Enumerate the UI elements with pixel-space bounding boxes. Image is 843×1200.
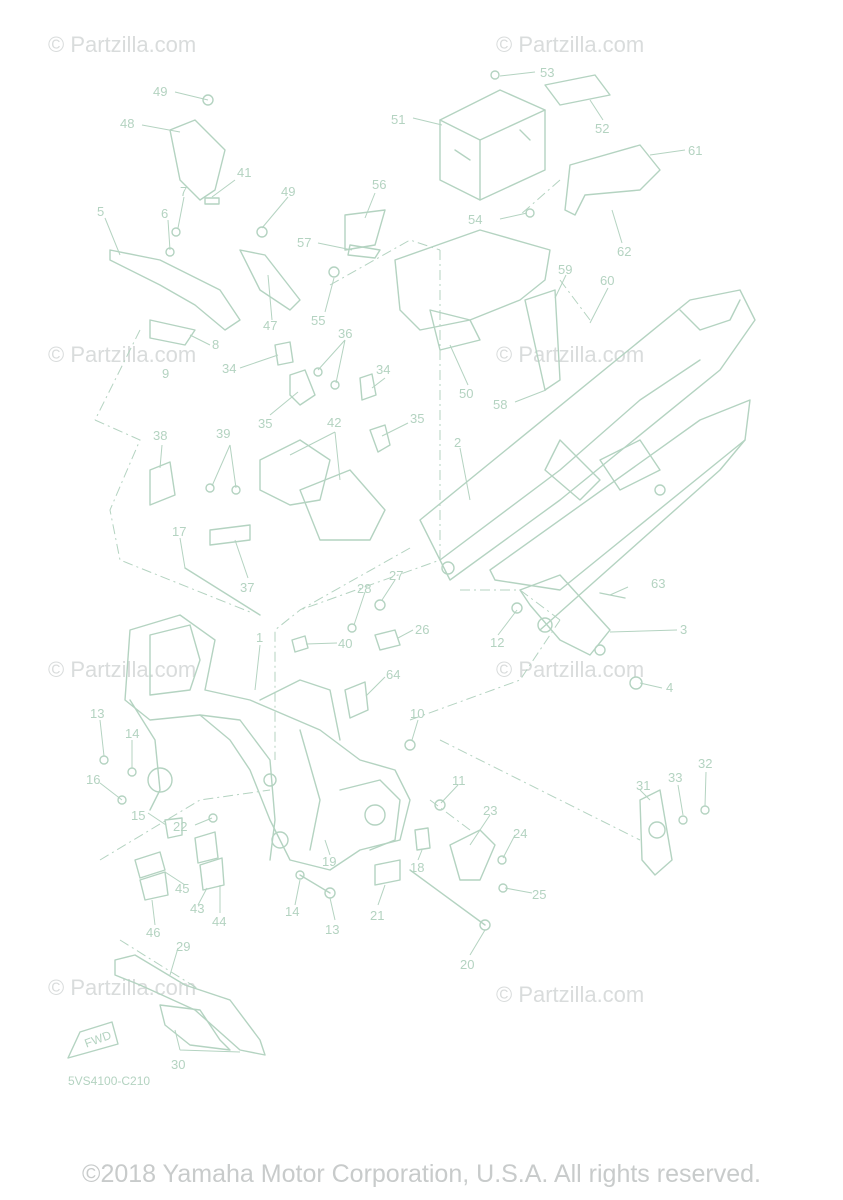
callout-25: 25 xyxy=(532,887,546,902)
callout-36: 36 xyxy=(338,326,352,341)
callout-44: 44 xyxy=(212,914,226,929)
callout-57: 57 xyxy=(297,235,311,250)
callout-16: 16 xyxy=(86,772,100,787)
callout-58: 58 xyxy=(493,397,507,412)
bottom-left-parts xyxy=(114,592,626,1056)
watermark-bottom-right: © Partzilla.com xyxy=(496,982,644,1007)
watermarks: © Partzilla.com © Partzilla.com © Partzi… xyxy=(48,32,644,1007)
callout-48: 48 xyxy=(120,116,134,131)
callout-40: 40 xyxy=(338,636,352,651)
callout-43: 43 xyxy=(190,901,204,916)
main-frame xyxy=(124,614,411,871)
callout-30: 30 xyxy=(171,1057,185,1072)
callout-15: 15 xyxy=(131,808,145,823)
watermark-lower-right: © Partzilla.com xyxy=(496,657,644,682)
fwd-arrow-icon: FWD xyxy=(67,1021,119,1059)
watermark-mid-right: © Partzilla.com xyxy=(496,342,644,367)
callout-1: 1 xyxy=(256,630,263,645)
callout-12: 12 xyxy=(490,635,504,650)
callout-labels: 1 2 3 4 5 6 7 8 9 10 11 12 13 13 14 14 1… xyxy=(86,65,712,1072)
callout-31: 31 xyxy=(636,778,650,793)
callout-28: 28 xyxy=(357,581,371,596)
callout-13-upper: 13 xyxy=(90,706,104,721)
callout-63: 63 xyxy=(651,576,665,591)
callout-26: 26 xyxy=(415,622,429,637)
callout-64: 64 xyxy=(386,667,400,682)
callout-56: 56 xyxy=(372,177,386,192)
callout-22: 22 xyxy=(173,819,187,834)
callout-39: 39 xyxy=(216,426,230,441)
watermark-bottom-left: © Partzilla.com xyxy=(48,975,196,1000)
callout-34-left: 34 xyxy=(222,361,236,376)
watermark-mid-left: © Partzilla.com xyxy=(48,342,196,367)
callout-29: 29 xyxy=(176,939,190,954)
callout-59: 59 xyxy=(558,262,572,277)
callout-34-right: 34 xyxy=(376,362,390,377)
callout-45: 45 xyxy=(175,881,189,896)
callout-35-left: 35 xyxy=(258,416,272,431)
callout-49-upper: 49 xyxy=(153,84,167,99)
callout-37: 37 xyxy=(240,580,254,595)
callout-49-lower: 49 xyxy=(281,184,295,199)
callout-32: 32 xyxy=(698,756,712,771)
callout-38: 38 xyxy=(153,428,167,443)
bracket-3 xyxy=(519,574,611,656)
rear-subframe xyxy=(419,289,756,633)
upper-left-brackets xyxy=(109,94,301,346)
watermark-top-left: © Partzilla.com xyxy=(48,32,196,57)
callout-42: 42 xyxy=(327,415,341,430)
callout-2: 2 xyxy=(454,435,461,450)
callout-3: 3 xyxy=(680,622,687,637)
callout-54: 54 xyxy=(468,212,482,227)
callout-23: 23 xyxy=(483,803,497,818)
callout-19: 19 xyxy=(322,854,336,869)
callout-6: 6 xyxy=(161,206,168,221)
callout-60: 60 xyxy=(600,273,614,288)
callout-47: 47 xyxy=(263,318,277,333)
battery-box xyxy=(394,70,661,391)
callout-27: 27 xyxy=(389,568,403,583)
callout-14-upper: 14 xyxy=(125,726,139,741)
callout-50: 50 xyxy=(459,386,473,401)
diagram-code: 5VS4100-C210 xyxy=(68,1074,150,1088)
callout-9: 9 xyxy=(162,366,169,381)
center-parts xyxy=(291,599,401,719)
callout-11: 11 xyxy=(452,773,466,788)
callout-13-lower: 13 xyxy=(325,922,339,937)
callout-61: 61 xyxy=(688,143,702,158)
callout-51: 51 xyxy=(391,112,405,127)
leader-lines xyxy=(99,71,707,1053)
callout-62: 62 xyxy=(617,244,631,259)
watermark-lower-left: © Partzilla.com xyxy=(48,657,196,682)
callout-33: 33 xyxy=(668,770,682,785)
callout-21: 21 xyxy=(370,908,384,923)
callout-18: 18 xyxy=(410,860,424,875)
callout-4: 4 xyxy=(666,680,673,695)
callout-14-lower: 14 xyxy=(285,904,299,919)
callout-35-right: 35 xyxy=(410,411,424,426)
callout-55: 55 xyxy=(311,313,325,328)
watermark-top-right: © Partzilla.com xyxy=(496,32,644,57)
callout-5: 5 xyxy=(97,204,104,219)
copyright-notice: ©2018 Yamaha Motor Corporation, U.S.A. A… xyxy=(82,1160,761,1188)
callout-24: 24 xyxy=(513,826,527,841)
callout-8: 8 xyxy=(212,337,219,352)
callout-20: 20 xyxy=(460,957,474,972)
callout-41: 41 xyxy=(237,165,251,180)
lower-parts xyxy=(99,602,643,931)
callout-17: 17 xyxy=(172,524,186,539)
right-plate xyxy=(639,789,710,876)
callout-10: 10 xyxy=(410,706,424,721)
callout-46: 46 xyxy=(146,925,160,940)
callout-53: 53 xyxy=(540,65,554,80)
callout-52: 52 xyxy=(595,121,609,136)
mid-small-parts xyxy=(149,209,391,616)
callout-7: 7 xyxy=(180,184,187,199)
